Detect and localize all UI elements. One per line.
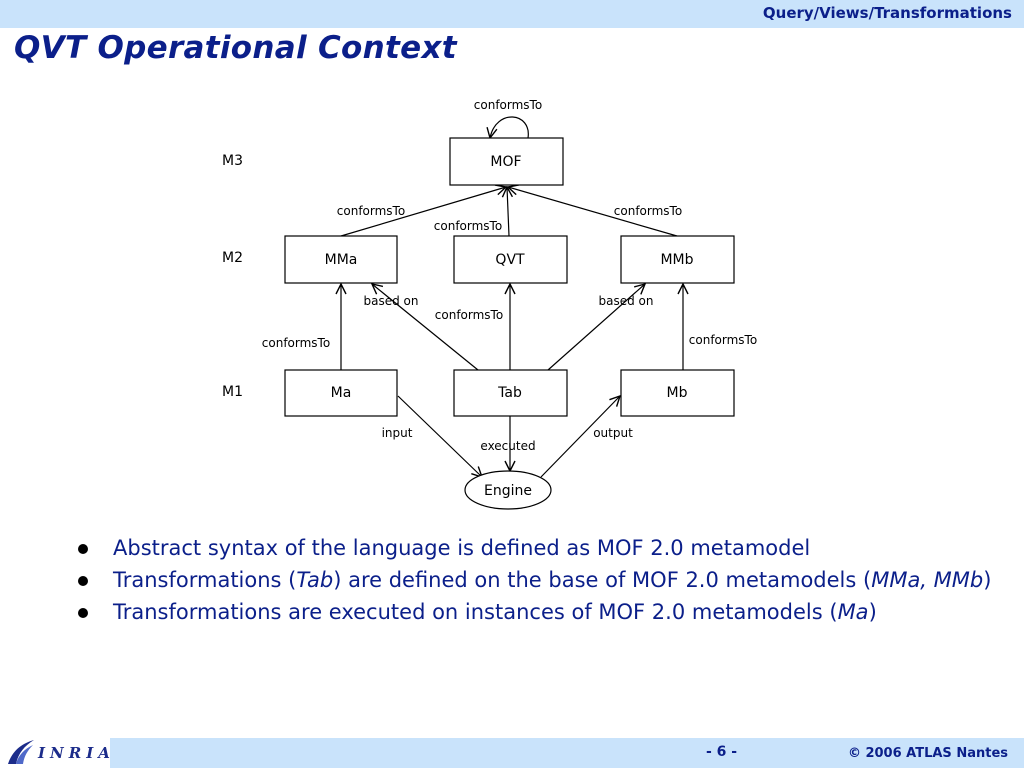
- node-mof-box: [449, 137, 564, 186]
- edge-label-tab-mma: based on: [364, 294, 419, 308]
- level-m2-label: M2: [222, 250, 243, 266]
- bullet-item: Transformations (Tab) are defined on the…: [75, 566, 995, 594]
- copyright-text: © 2006 ATLAS Nantes: [847, 746, 1008, 761]
- level-m3-label: M3: [222, 153, 243, 169]
- node-mma-label: MMa: [325, 252, 358, 268]
- node-mb-label: Mb: [667, 385, 688, 401]
- node-tab-label: Tab: [497, 385, 522, 401]
- bullet-item: Abstract syntax of the language is defin…: [75, 534, 995, 562]
- edge-mma-mof: [340, 187, 506, 237]
- edge-label-mb-mmb: conformsTo: [689, 333, 757, 347]
- edge-qvt-mof: [507, 187, 509, 237]
- edge-engine-mb: [540, 396, 620, 478]
- edge-label-mof-self: conformsTo: [474, 98, 542, 112]
- bullet-text-em: Ma: [837, 600, 869, 624]
- slide-title: QVT Operational Context: [14, 30, 457, 66]
- node-engine-ellipse: [464, 470, 552, 510]
- node-engine-label: Engine: [484, 483, 532, 499]
- page-number: - 6 -: [706, 744, 738, 760]
- edge-label-tab-mmb: based on: [599, 294, 654, 308]
- bullet-dot-icon: [78, 608, 88, 618]
- bullet-item: Transformations are executed on instance…: [75, 598, 995, 626]
- edge-label-tab-engine: executed: [480, 439, 535, 453]
- header-title: Query/Views/Transformations: [762, 4, 1012, 22]
- edge-label-qvt-mof: conformsTo: [434, 219, 502, 233]
- bullet-text-post: ): [983, 568, 992, 592]
- node-mmb-box: [620, 235, 735, 284]
- node-mof-label: MOF: [490, 154, 521, 170]
- node-qvt-label: QVT: [495, 252, 525, 268]
- bullet-text-em: MMa, MMb: [871, 568, 984, 592]
- edge-label-ma-mma: conformsTo: [262, 336, 330, 350]
- edge-ma-engine: [397, 395, 482, 477]
- footer-band: [110, 738, 1024, 768]
- bullet-text: Abstract syntax of the language is defin…: [113, 536, 811, 560]
- node-mma-box: [284, 235, 398, 284]
- inria-logo-text: INRIA: [38, 744, 115, 762]
- node-qvt-box: [453, 235, 568, 284]
- level-m1-label: M1: [222, 384, 243, 400]
- edge-label-tab-qvt: conformsTo: [435, 308, 503, 322]
- bullet-text-pre: Transformations (: [113, 568, 297, 592]
- edge-label-engine-mb: output: [593, 426, 633, 440]
- bullet-dot-icon: [78, 576, 88, 586]
- edge-mof-self: [490, 116, 529, 138]
- edge-label-ma-engine: input: [382, 426, 413, 440]
- header-band: [0, 0, 1024, 28]
- bullet-dot-icon: [78, 544, 88, 554]
- bullet-text-mid: ) are defined on the base of MOF 2.0 met…: [333, 568, 872, 592]
- edge-label-mma-mof: conformsTo: [337, 204, 405, 218]
- edge-tab-mmb: [547, 284, 645, 371]
- inria-logo-icon: [8, 740, 34, 764]
- node-ma-label: Ma: [331, 385, 352, 401]
- bullet-list: Abstract syntax of the language is defin…: [75, 534, 995, 630]
- inria-logo: INRIA: [6, 738, 110, 766]
- node-mb-box: [620, 369, 735, 417]
- bullet-text-post: ): [868, 600, 877, 624]
- bullet-text-em: Tab: [296, 568, 334, 592]
- edge-label-mmb-mof: conformsTo: [614, 204, 682, 218]
- edge-tab-mma: [372, 284, 479, 371]
- node-ma-box: [284, 369, 398, 417]
- node-mmb-label: MMb: [660, 252, 693, 268]
- node-tab-box: [453, 369, 568, 417]
- bullet-text-pre: Transformations are executed on instance…: [113, 600, 838, 624]
- edge-mmb-mof: [508, 187, 678, 237]
